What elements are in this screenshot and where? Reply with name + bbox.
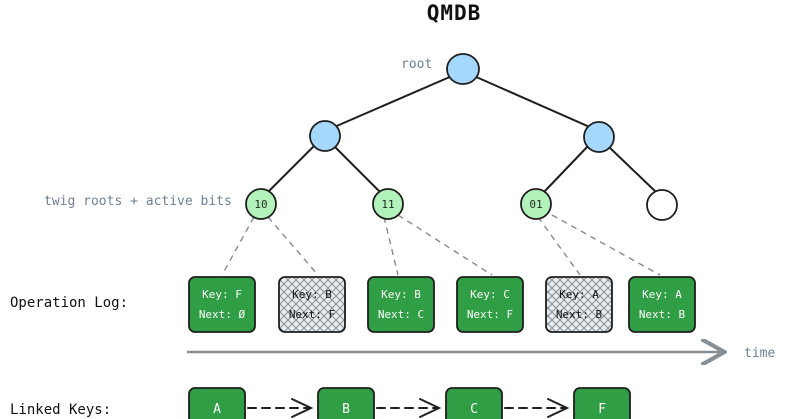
linked-key-arrows xyxy=(247,398,570,418)
log-entry-next: Next: B xyxy=(556,308,603,321)
edge-root-left xyxy=(331,75,453,129)
linked-key-label: B xyxy=(342,402,350,417)
log-entry-next: Next: F xyxy=(289,308,335,321)
linked-key-label: A xyxy=(213,402,221,417)
log-entry-next: Next: F xyxy=(467,308,513,321)
twig-root-empty xyxy=(646,189,678,221)
edge-right-twig01 xyxy=(543,145,589,193)
dash-twig01-entry5 xyxy=(537,216,581,276)
twig-root-10: 10 xyxy=(245,188,277,220)
arrow-b-to-c xyxy=(376,398,442,418)
linked-key-label: C xyxy=(470,402,478,417)
inner-node-right xyxy=(583,121,615,153)
twig-label: 01 xyxy=(529,198,542,211)
twig-root-01: 01 xyxy=(520,188,552,220)
log-entry-4: Key: C Next: F xyxy=(456,276,524,333)
twig-roots-annotation: twig roots + active bits xyxy=(44,194,232,209)
dash-twig11-entry3 xyxy=(383,216,399,276)
log-entry-key: Key: B xyxy=(292,288,332,301)
linked-key-c: C xyxy=(445,387,503,419)
linked-key-a: A xyxy=(188,387,246,419)
root-node xyxy=(446,53,480,85)
log-entry-key: Key: A xyxy=(642,288,682,301)
log-entry-key: Key: A xyxy=(559,288,599,301)
log-entry-5: Key: A Next: B xyxy=(545,276,613,333)
log-entry-key: Key: F xyxy=(202,288,242,301)
log-entry-1: Key: F Next: Ø xyxy=(188,276,256,333)
arrow-a-to-b xyxy=(247,398,314,418)
log-entry-next: Next: B xyxy=(639,308,686,321)
linked-key-b: B xyxy=(317,387,375,419)
dash-twig01-entry6 xyxy=(551,214,661,276)
twig-label: 10 xyxy=(254,198,267,211)
linked-key-label: F xyxy=(598,402,606,417)
edge-left-twig11 xyxy=(331,143,381,193)
log-entry-key: Key: B xyxy=(381,288,421,301)
log-entry-next: Next: Ø xyxy=(199,308,246,321)
edge-left-twig10 xyxy=(267,143,317,193)
edge-root-right xyxy=(473,75,593,129)
log-entry-3: Key: B Next: C xyxy=(367,276,435,333)
linked-key-f: F xyxy=(573,387,631,419)
time-label: time xyxy=(744,346,775,361)
inner-node-left xyxy=(309,120,341,152)
edge-right-twigempty xyxy=(607,145,657,193)
tree-edges xyxy=(267,75,657,193)
log-entry-next: Next: C xyxy=(378,308,424,321)
dash-twig11-entry4 xyxy=(397,214,493,276)
operation-log-label: Operation Log: xyxy=(10,295,128,311)
dash-twig10-entry2 xyxy=(267,216,319,276)
arrow-c-to-f xyxy=(504,398,570,418)
linked-keys-label: Linked Keys: xyxy=(10,402,111,418)
twig-to-log-dashes xyxy=(221,214,661,276)
root-annotation: root xyxy=(401,57,432,72)
diagram-title: QMDB xyxy=(427,1,482,25)
twig-root-11: 11 xyxy=(372,188,404,220)
log-entry-6: Key: A Next: B xyxy=(628,276,696,333)
dash-twig10-entry1 xyxy=(221,216,255,276)
twig-label: 11 xyxy=(381,198,394,211)
log-entry-key: Key: C xyxy=(470,288,510,301)
log-entry-2: Key: B Next: F xyxy=(278,276,346,333)
